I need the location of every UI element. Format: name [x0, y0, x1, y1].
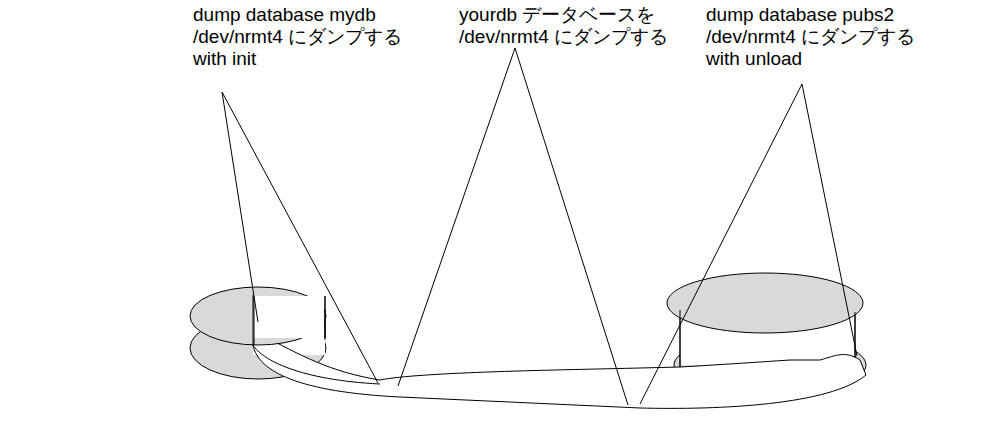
leader-line [222, 48, 857, 405]
reel-hub [680, 310, 681, 367]
command-label: yourdb データベースを /dev/nrmt4 にダンプする [459, 4, 729, 48]
reel-hub [254, 296, 255, 345]
reel-hub [325, 296, 326, 338]
reel-hub [680, 305, 681, 368]
reel-hub [855, 312, 856, 358]
reel-hub [254, 296, 324, 338]
command-label: dump database pubs2 /dev/nrmt4 にダンプする wi… [706, 4, 946, 70]
reel-flange [667, 273, 863, 333]
reel-flange [190, 287, 326, 345]
reel-hub [325, 296, 326, 338]
command-label: dump database mydb /dev/nrmt4 にダンプする wit… [193, 4, 433, 70]
tape-band [253, 295, 380, 384]
